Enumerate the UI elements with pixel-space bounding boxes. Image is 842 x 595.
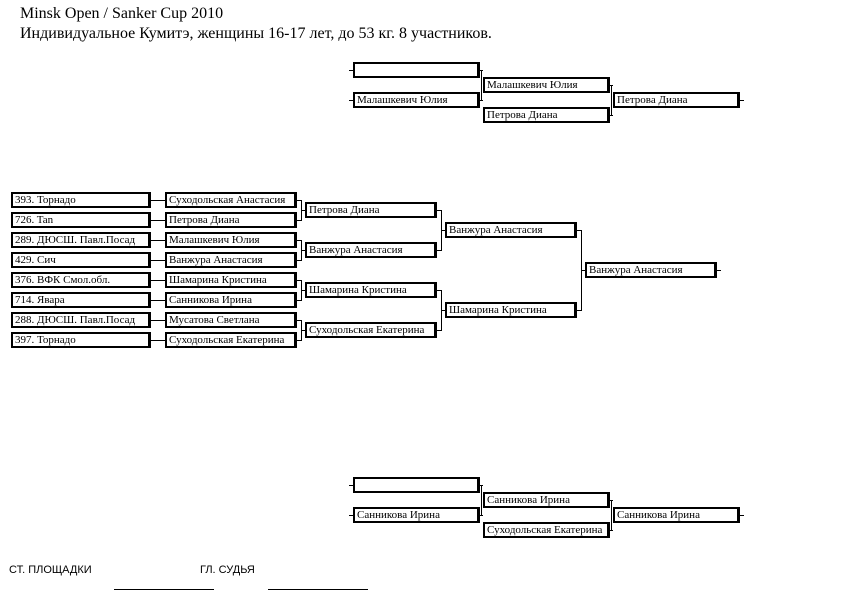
champion: Ванжура Анастасия bbox=[585, 262, 717, 278]
connector bbox=[717, 270, 721, 271]
r1-athlete-3: Малашкевич Юлия bbox=[165, 232, 297, 248]
connector bbox=[301, 290, 305, 291]
connector bbox=[151, 340, 165, 341]
connector bbox=[297, 240, 302, 241]
r1-athlete-5: Шамарина Кристина bbox=[165, 272, 297, 288]
chief-judge-label: ГЛ. СУДЬЯ bbox=[200, 564, 255, 576]
connector bbox=[151, 260, 165, 261]
connector bbox=[151, 200, 165, 201]
connector bbox=[297, 280, 302, 281]
rep-bottom-entry-b: Санникова Ирина bbox=[353, 507, 480, 523]
page-title: Minsk Open / Sanker Cup 2010 bbox=[20, 5, 224, 22]
connector bbox=[301, 250, 305, 251]
connector bbox=[481, 485, 482, 516]
connector bbox=[349, 70, 353, 71]
club-5: 376. ВФК Смол.обл. bbox=[11, 272, 151, 288]
connector bbox=[349, 485, 353, 486]
connector bbox=[611, 500, 612, 531]
connector bbox=[437, 250, 442, 251]
connector bbox=[611, 85, 612, 116]
chief-judge-signature-line bbox=[268, 589, 368, 590]
connector bbox=[740, 100, 744, 101]
rep-top-round-a: Малашкевич Юлия bbox=[483, 77, 610, 93]
club-8: 397. Торнадо bbox=[11, 332, 151, 348]
rep-bottom-round-a: Санникова Ирина bbox=[483, 492, 610, 508]
connector bbox=[349, 515, 353, 516]
club-1: 393. Торнадо bbox=[11, 192, 151, 208]
qf-winner-2: Ванжура Анастасия bbox=[305, 242, 437, 258]
connector bbox=[441, 230, 445, 231]
connector bbox=[151, 280, 165, 281]
connector bbox=[297, 340, 302, 341]
connector bbox=[437, 290, 442, 291]
connector bbox=[297, 220, 302, 221]
rep-top-round-b: Петрова Диана bbox=[483, 107, 610, 123]
connector bbox=[297, 300, 302, 301]
site-referee-signature-line bbox=[114, 589, 214, 590]
connector bbox=[581, 270, 585, 271]
rep-top-entry-a bbox=[353, 62, 480, 78]
rep-bottom-winner: Санникова Ирина bbox=[613, 507, 740, 523]
connector bbox=[297, 200, 302, 201]
connector bbox=[301, 330, 305, 331]
connector bbox=[437, 210, 442, 211]
r1-athlete-2: Петрова Диана bbox=[165, 212, 297, 228]
connector bbox=[740, 515, 744, 516]
connector bbox=[577, 230, 582, 231]
connector bbox=[151, 320, 165, 321]
connector bbox=[297, 260, 302, 261]
connector bbox=[151, 220, 165, 221]
connector bbox=[437, 330, 442, 331]
connector bbox=[349, 100, 353, 101]
connector bbox=[481, 70, 482, 101]
r1-athlete-7: Мусатова Светлана bbox=[165, 312, 297, 328]
connector bbox=[301, 210, 305, 211]
page-subtitle: Индивидуальное Кумитэ, женщины 16-17 лет… bbox=[20, 25, 492, 42]
sf-winner-2: Шамарина Кристина bbox=[445, 302, 577, 318]
club-4: 429. Сич bbox=[11, 252, 151, 268]
r1-athlete-4: Ванжура Анастасия bbox=[165, 252, 297, 268]
club-2: 726. Tan bbox=[11, 212, 151, 228]
qf-winner-4: Суходольская Екатерина bbox=[305, 322, 437, 338]
rep-bottom-round-b: Суходольская Екатерина bbox=[483, 522, 610, 538]
r1-athlete-1: Суходольская Анастасия bbox=[165, 192, 297, 208]
rep-top-entry-b: Малашкевич Юлия bbox=[353, 92, 480, 108]
r1-athlete-6: Санникова Ирина bbox=[165, 292, 297, 308]
connector bbox=[577, 310, 582, 311]
connector bbox=[441, 310, 445, 311]
connector bbox=[151, 240, 165, 241]
connector bbox=[151, 300, 165, 301]
qf-winner-3: Шамарина Кристина bbox=[305, 282, 437, 298]
club-3: 289. ДЮСШ. Павл.Посад bbox=[11, 232, 151, 248]
rep-bottom-entry-a bbox=[353, 477, 480, 493]
qf-winner-1: Петрова Диана bbox=[305, 202, 437, 218]
connector bbox=[297, 320, 302, 321]
sf-winner-1: Ванжура Анастасия bbox=[445, 222, 577, 238]
club-7: 288. ДЮСШ. Павл.Посад bbox=[11, 312, 151, 328]
rep-top-winner: Петрова Диана bbox=[613, 92, 740, 108]
club-6: 714. Явара bbox=[11, 292, 151, 308]
r1-athlete-8: Суходольская Екатерина bbox=[165, 332, 297, 348]
site-referee-label: СТ. ПЛОЩАДКИ bbox=[9, 564, 92, 576]
